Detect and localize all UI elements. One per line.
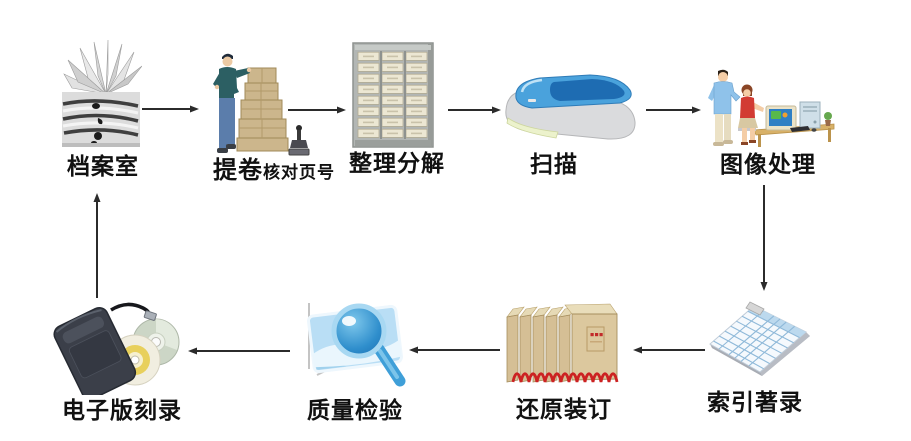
node-label-image-processing: 图像处理 (720, 151, 816, 177)
node-label-file-retrieval: 提卷 核对页号 (213, 157, 335, 184)
photo-magnifier-icon (306, 303, 406, 387)
index-form-icon (709, 301, 810, 376)
node-label-index-cataloging: 索引著录 (707, 389, 803, 415)
node-label-quality-inspection: 质量检验 (307, 397, 403, 423)
worker-with-boxes-icon (213, 53, 289, 153)
flow-node-restore-binding: 还原装订 (502, 285, 626, 429)
flow-node-file-retrieval: 提卷 核对页号 (200, 46, 335, 186)
node-label-sub: 核对页号 (263, 163, 335, 182)
page-stamp-icon (288, 125, 310, 156)
flow-node-quality-inspection: 质量检验 (295, 285, 415, 430)
node-label-scan: 扫描 (530, 151, 578, 177)
drawer-cabinet-icon (352, 42, 434, 148)
flow-node-archive-room: 档案室 (44, 38, 162, 184)
node-label-sort-disassemble: 整理分解 (349, 150, 445, 176)
node-label-restore-binding: 还原装订 (516, 396, 612, 422)
portable-drive-and-cds-icon (53, 302, 180, 395)
flow-node-digital-burning: 电子版刻录 (52, 296, 192, 431)
portable-hdd (53, 306, 137, 395)
archive-boxes-icon (506, 303, 619, 383)
flow-node-image-processing: 图像处理 (698, 64, 838, 184)
flow-node-index-cataloging: 索引著录 (695, 284, 815, 422)
people-at-computer-icon (708, 69, 835, 147)
flatbed-scanner-icon (505, 74, 636, 140)
stacked-books-icon (62, 40, 142, 147)
node-label-digital-burning: 电子版刻录 (62, 397, 182, 423)
node-label-main: 提卷 (213, 157, 263, 184)
node-label-archive-room: 档案室 (67, 153, 139, 179)
flow-node-sort-disassemble: 整理分解 (347, 38, 447, 180)
flow-node-scan: 扫描 (496, 68, 644, 182)
